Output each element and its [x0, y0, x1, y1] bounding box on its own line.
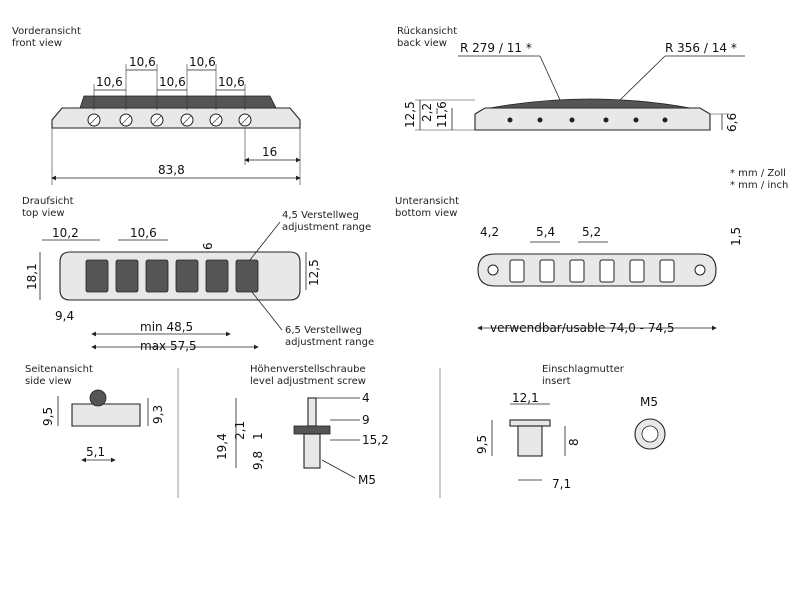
top-dim-d1: 10,2: [52, 226, 79, 240]
bottom-dim-h: 1,5: [729, 227, 743, 246]
top-range2-en: adjustment range: [285, 337, 374, 348]
top-dim-h2: 12,5: [307, 259, 321, 286]
screw-view: Höhenverstellschraube level adjustment s…: [215, 364, 389, 487]
side-view-title-en: side view: [25, 376, 72, 387]
front-dim-2: 10,6: [189, 55, 216, 69]
front-saddle-row: [79, 95, 277, 109]
screw-dim-d3: 15,2: [362, 433, 389, 447]
top-saddles: [85, 259, 259, 293]
back-dim-h2: 2,2: [420, 103, 434, 122]
insert-view-title-en: insert: [542, 376, 571, 387]
front-dim-offset: 16: [262, 145, 277, 159]
top-dim-d3: 9,4: [55, 309, 74, 323]
insert-view: Einschlagmutter insert 12,1 9,5 8 7,1 M5: [475, 364, 666, 491]
back-saddle-row: [489, 98, 691, 109]
units-mm-zoll: * mm / Zoll: [730, 168, 786, 179]
bottom-view-title-de: Unteransicht: [395, 196, 459, 207]
insert-body: [517, 425, 543, 457]
back-radius-1: R 279 / 11 *: [460, 41, 532, 55]
insert-dim-d1: 12,1: [512, 391, 539, 405]
insert-view-title-de: Einschlagmutter: [542, 364, 625, 375]
front-view: Vorderansicht front view 10,6 10,6 10,6 …: [12, 26, 301, 185]
top-dim-min: min 48,5: [140, 320, 193, 334]
front-screw-holes: [87, 113, 252, 127]
top-view-title-en: top view: [22, 208, 65, 219]
back-view: Rückansicht back view R 279 / 11 * R 356…: [397, 26, 788, 191]
bottom-dim-d2: 5,2: [582, 225, 601, 239]
screw-thread: [303, 433, 321, 469]
bottom-slots: [509, 259, 675, 283]
back-view-title-de: Rückansicht: [397, 26, 457, 37]
top-dim-height: 18,1: [25, 263, 39, 290]
bottom-dim-d1: 5,4: [536, 225, 555, 239]
back-radius-2: R 356 / 14 *: [665, 41, 737, 55]
screw-head: [293, 425, 331, 435]
insert-top-hole: [641, 425, 659, 443]
screw-dim-thread: M5: [358, 473, 376, 487]
screw-dim-h4: 9,8: [251, 451, 265, 470]
screw-dim-h3: 1: [251, 432, 265, 440]
side-dim-h2: 9,3: [151, 405, 165, 424]
bottom-bridge-body: [477, 253, 717, 287]
top-view-title-de: Draufsicht: [22, 196, 74, 207]
back-dim-h3: 11,6: [435, 101, 449, 128]
top-dim-dia: 6: [201, 242, 215, 250]
side-dim-w: 5,1: [86, 445, 105, 459]
front-view-title-de: Vorderansicht: [12, 26, 81, 37]
side-bridge-body: [71, 403, 141, 427]
front-dim-5: 10,6: [218, 75, 245, 89]
side-view-title-de: Seitenansicht: [25, 364, 93, 375]
screw-dim-d2: 9: [362, 413, 370, 427]
front-view-title-en: front view: [12, 38, 62, 49]
screw-view-title-en: level adjustment screw: [250, 376, 366, 387]
bottom-dim-dia: 4,2: [480, 225, 499, 239]
top-view: Draufsicht top view 10,2 10,6 6 18,1 12,…: [22, 196, 374, 353]
screw-top-shaft: [307, 397, 317, 427]
back-view-title-en: back view: [397, 38, 447, 49]
front-dim-length: 83,8: [158, 163, 185, 177]
insert-dim-thread: M5: [640, 395, 658, 409]
insert-dim-h2: 8: [567, 438, 581, 446]
bottom-dim-usable: verwendbar/usable 74,0 - 74,5: [490, 321, 675, 335]
screw-dim-h1: 19,4: [215, 433, 229, 460]
insert-flange: [509, 419, 551, 427]
side-dim-h1: 9,5: [41, 407, 55, 426]
side-view: Seitenansicht side view 9,5 9,3 5,1: [25, 364, 165, 463]
back-dim-h1: 12,5: [403, 101, 417, 128]
insert-dim-h1: 9,5: [475, 435, 489, 454]
top-dim-max: max 57,5: [140, 339, 197, 353]
top-range1-de: 4,5 Verstellweg: [282, 210, 359, 221]
back-dim-h4: 6,6: [725, 113, 739, 132]
top-range2-de: 6,5 Verstellweg: [285, 325, 362, 336]
screw-view-title-de: Höhenverstellschraube: [250, 364, 366, 375]
top-range1-en: adjustment range: [282, 222, 371, 233]
front-dim-3: 10,6: [96, 75, 123, 89]
front-dim-1: 10,6: [129, 55, 156, 69]
screw-dim-d1: 4: [362, 391, 370, 405]
back-holes: [507, 117, 668, 123]
top-dim-d2: 10,6: [130, 226, 157, 240]
front-dim-4: 10,6: [159, 75, 186, 89]
bottom-view: Unteransicht bottom view 4,2 5,4 5,2 1,5…: [395, 196, 743, 335]
units-mm-inch: * mm / inch: [730, 180, 788, 191]
insert-dim-d2: 7,1: [552, 477, 571, 491]
side-saddle: [89, 389, 107, 407]
bottom-view-title-en: bottom view: [395, 208, 457, 219]
screw-dim-h2: 2,1: [233, 421, 247, 440]
